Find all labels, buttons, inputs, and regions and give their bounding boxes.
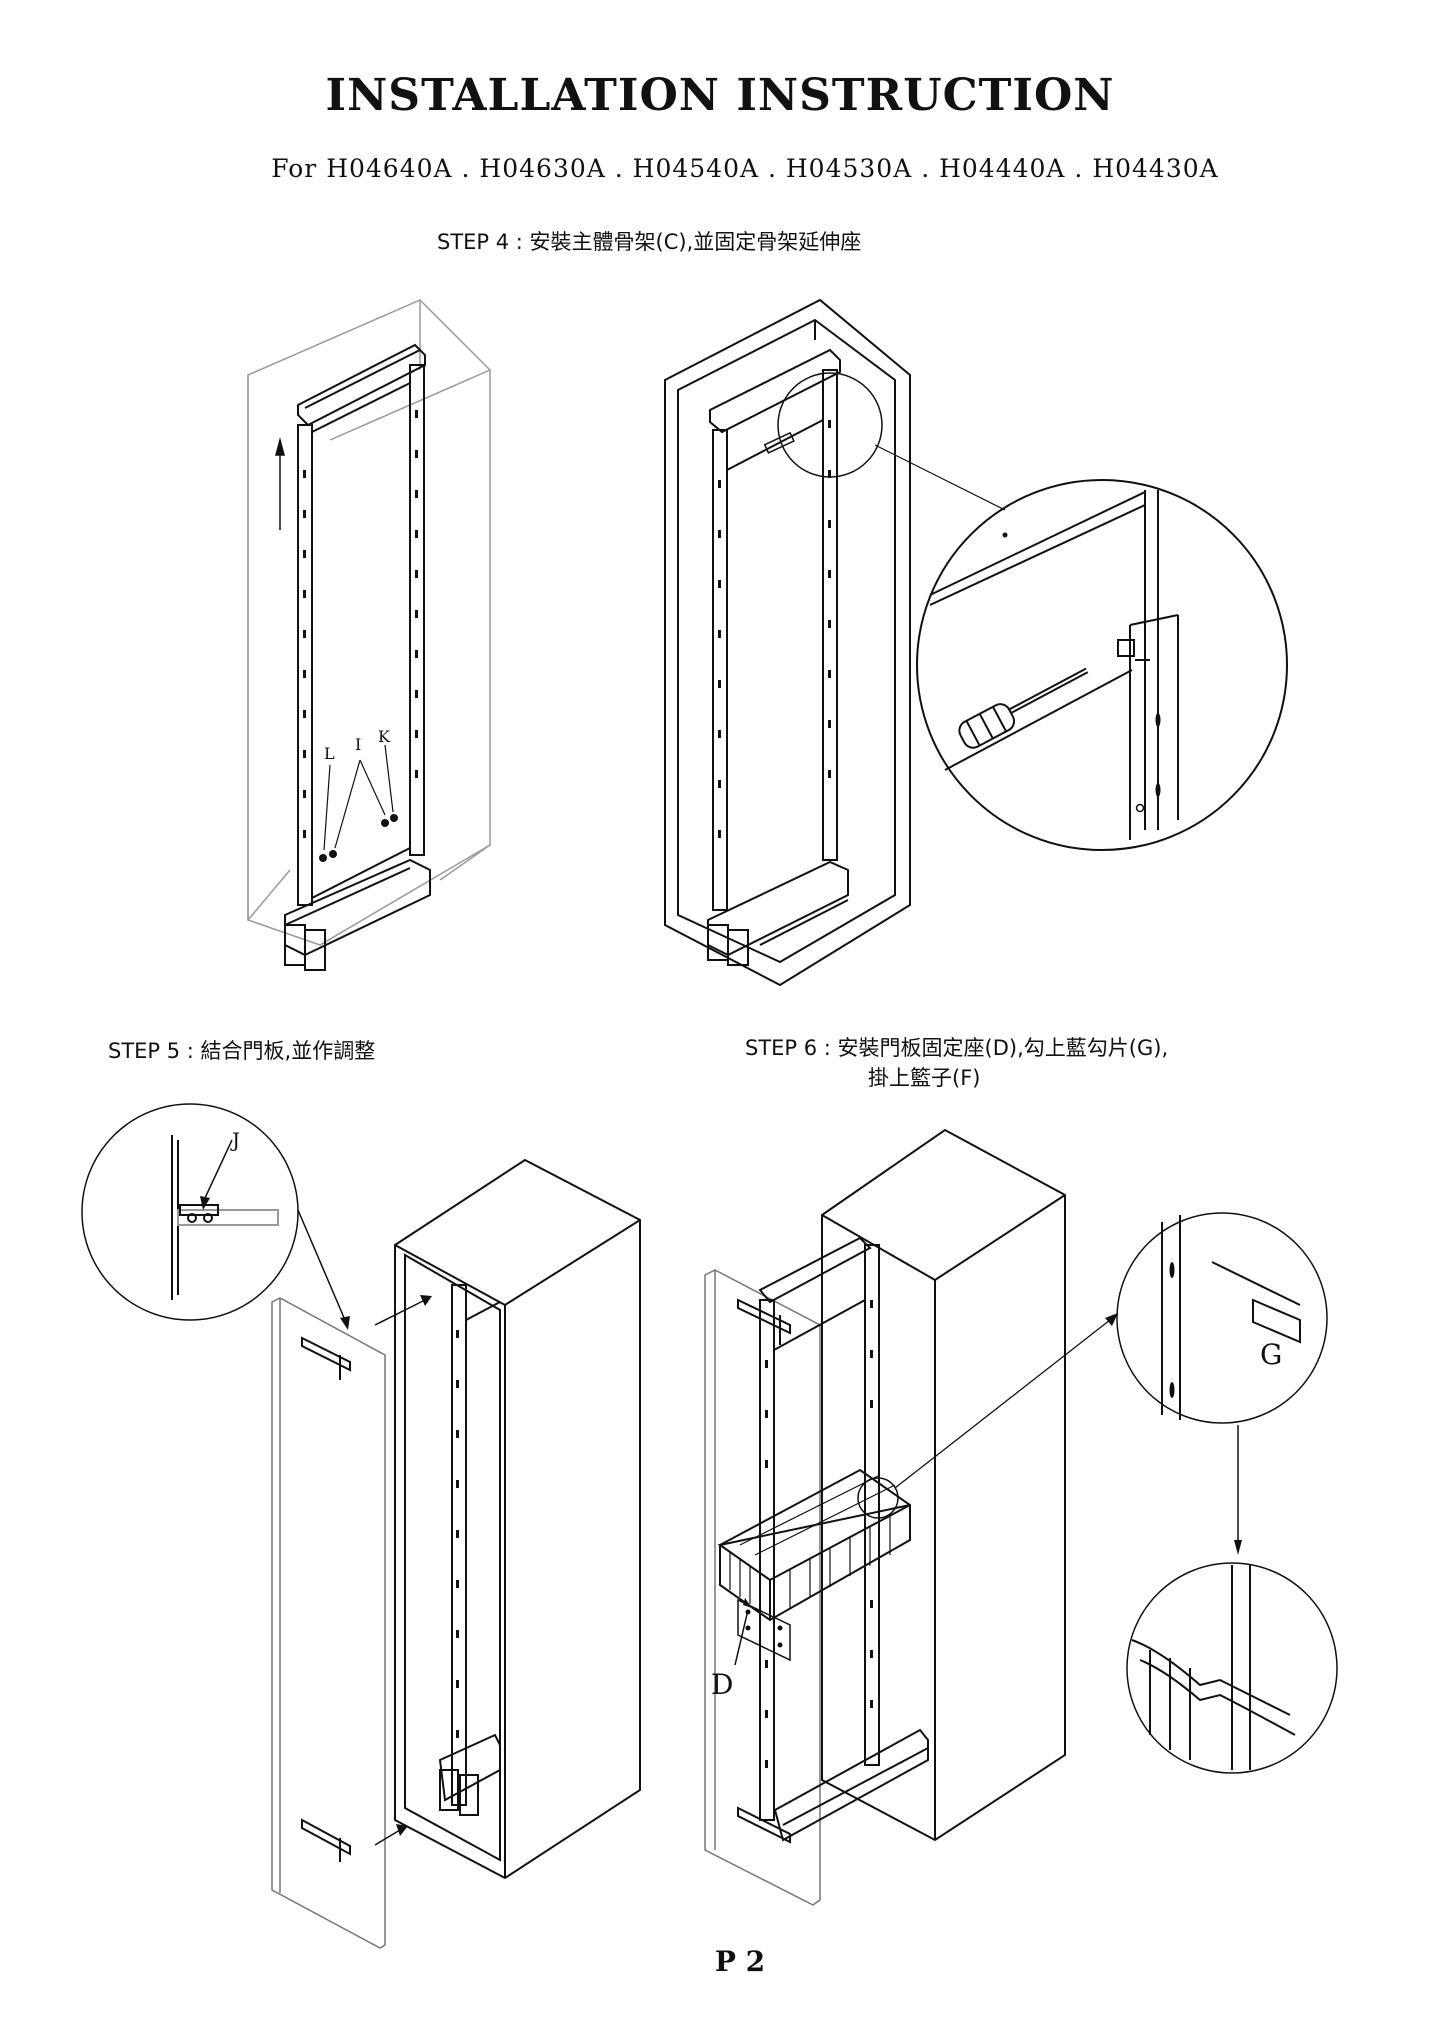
page-number: P 2	[714, 1945, 766, 1978]
document-title: INSTALLATION INSTRUCTION	[325, 70, 1115, 121]
part-label-k: K	[378, 727, 390, 746]
step-5-caption: STEP 5 : 結合門板,並作調整	[108, 1039, 376, 1063]
part-label-i: I	[355, 735, 362, 754]
part-label-l: L	[324, 744, 335, 763]
part-label-d: D	[711, 1668, 734, 1701]
part-label-j: J	[232, 1128, 241, 1152]
part-label-g: G	[1260, 1338, 1283, 1371]
step-6-caption-line1: STEP 6 : 安裝門板固定座(D),勾上藍勾片(G),	[745, 1036, 1169, 1060]
step-6-caption-line2: 掛上籃子(F)	[868, 1066, 981, 1090]
model-list: For H04640A . H04630A . H04540A . H04530…	[271, 154, 1219, 183]
step-4-caption: STEP 4 : 安裝主體骨架(C),並固定骨架延伸座	[437, 230, 862, 254]
